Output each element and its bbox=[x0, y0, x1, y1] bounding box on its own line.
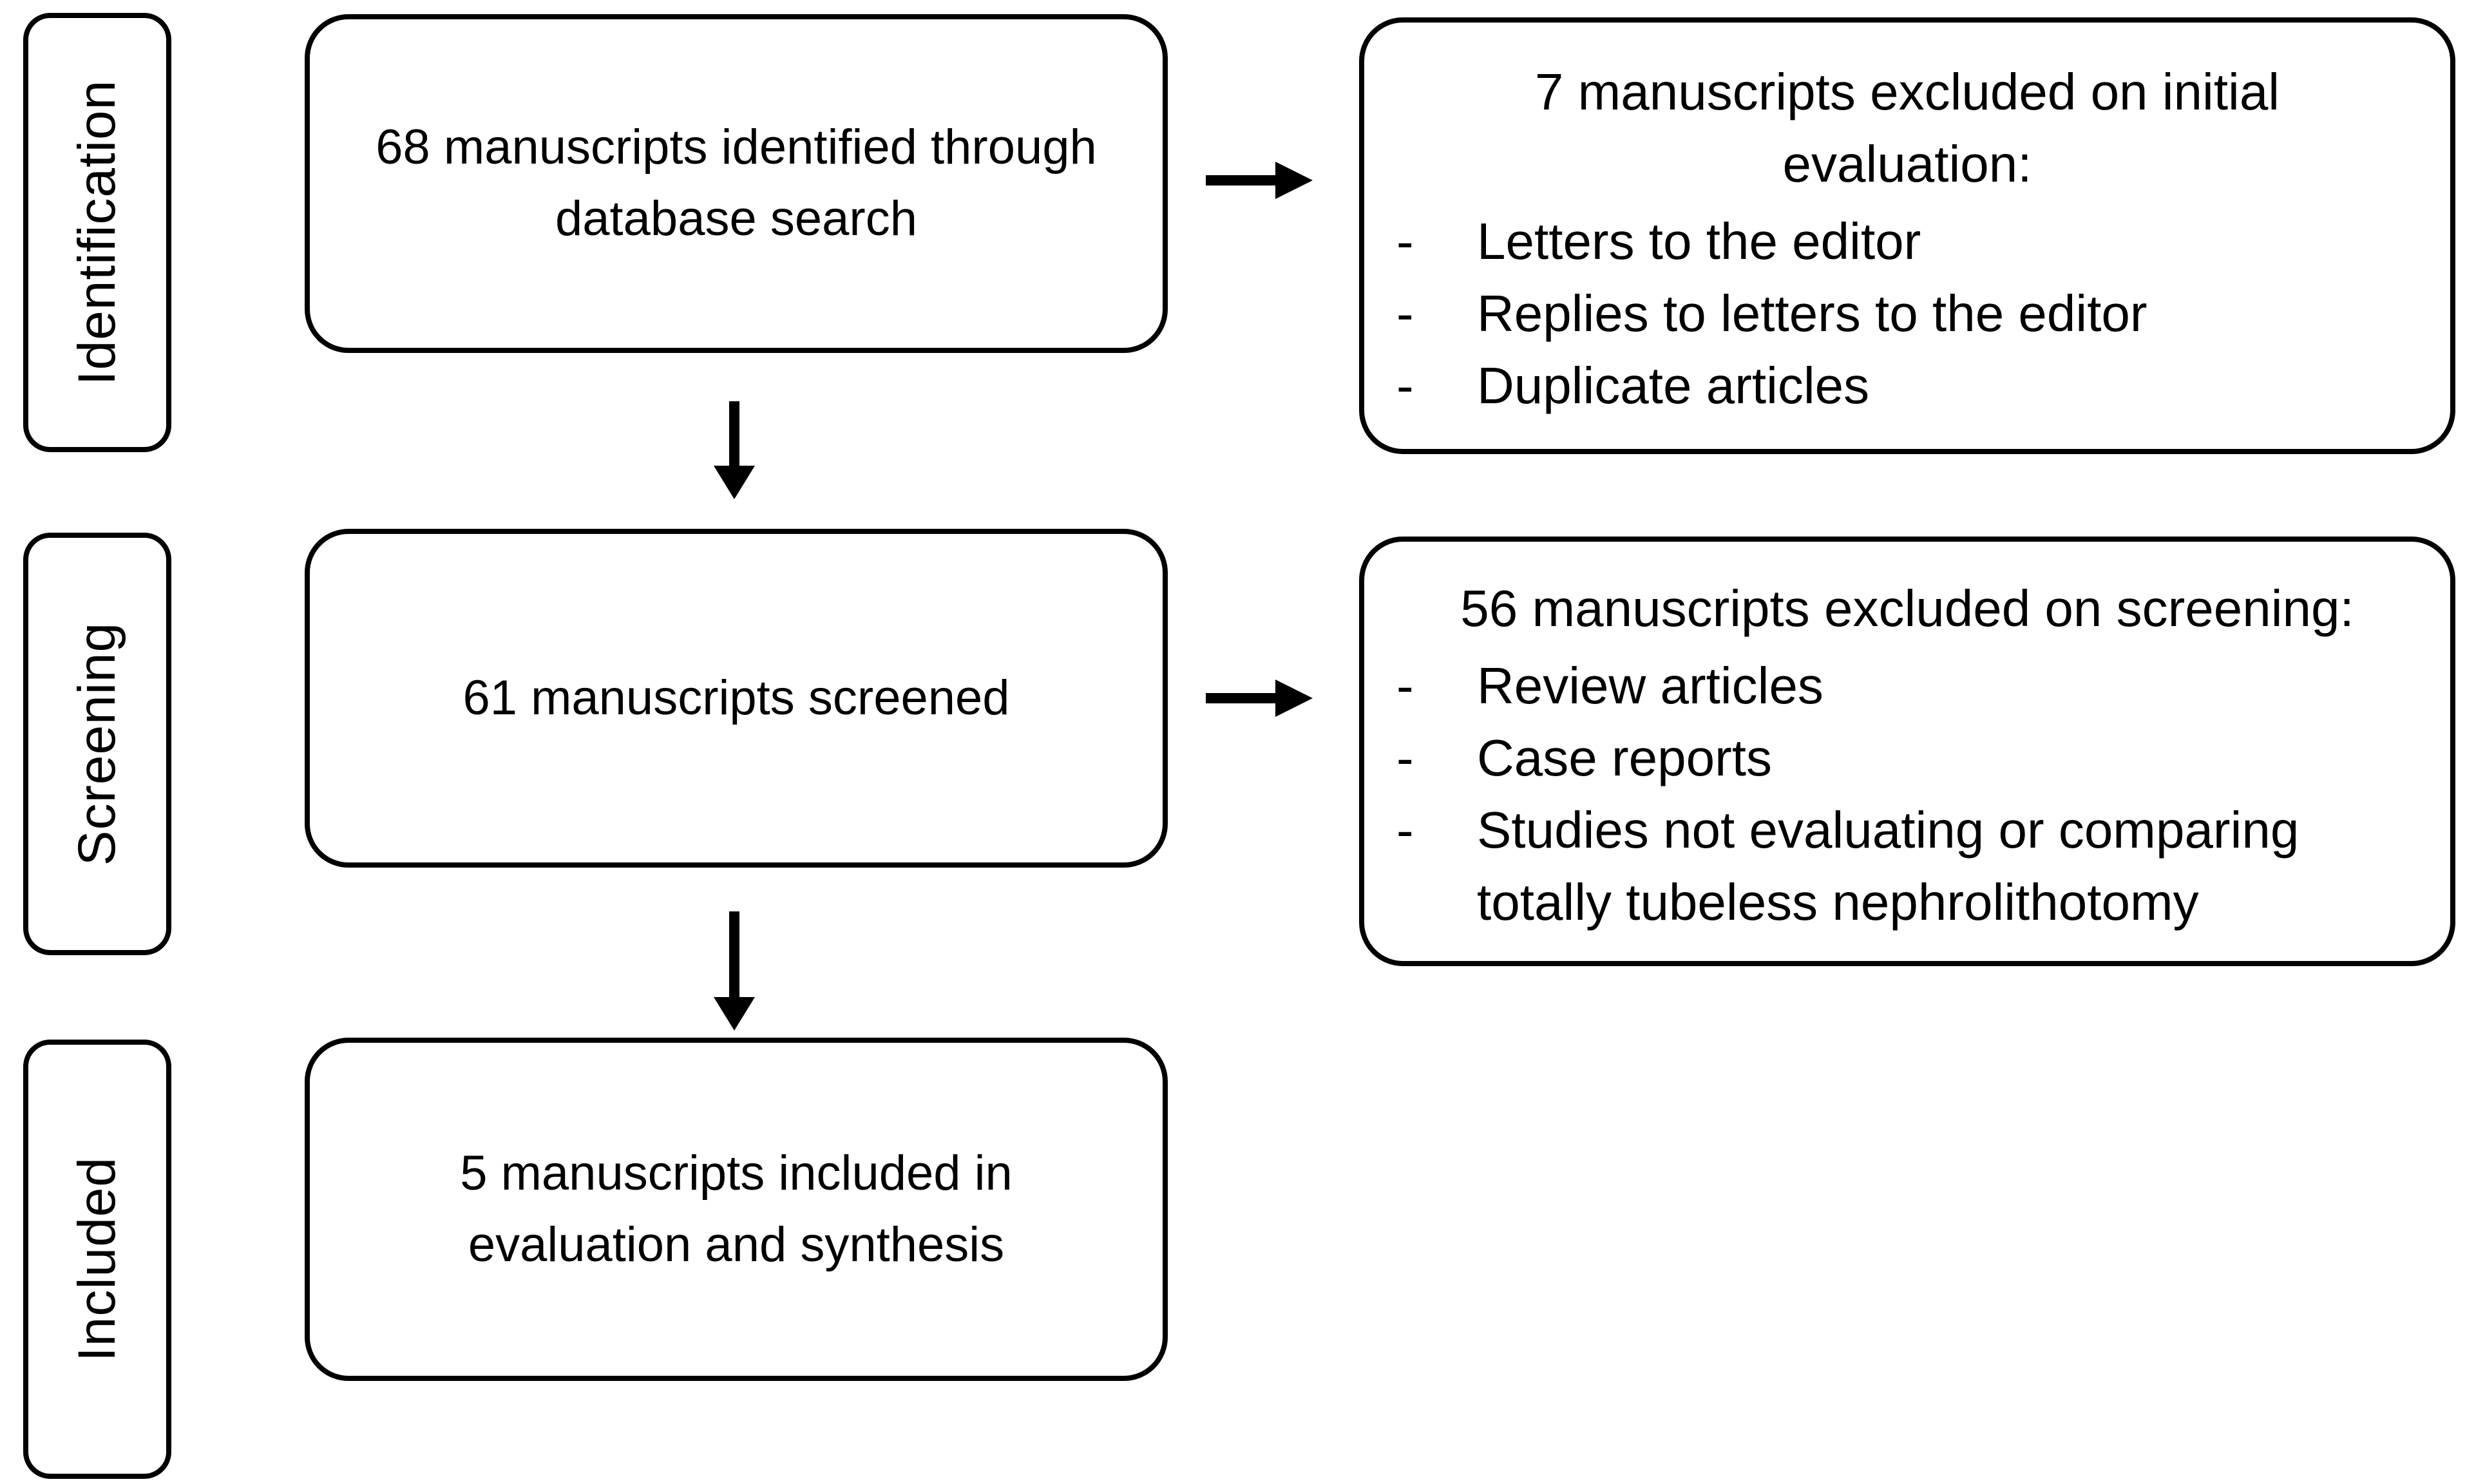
bullet-dash: - bbox=[1396, 357, 1414, 414]
right-arrow-icon bbox=[1206, 680, 1313, 717]
stage-label-screening: Screening bbox=[68, 622, 126, 866]
list-item-text: Duplicate articles bbox=[1477, 357, 1870, 414]
process-box-included: 5 manuscripts included in evaluation and… bbox=[305, 1038, 1168, 1381]
exclusion-list-initial: - Letters to the editor - Replies to let… bbox=[1364, 205, 2450, 422]
exclusion-title-screening: 56 manuscripts excluded on screening: bbox=[1460, 580, 2354, 637]
bullet-dash: - bbox=[1396, 657, 1414, 714]
arrow-shaft bbox=[729, 911, 739, 997]
bullet-dash: - bbox=[1396, 801, 1414, 859]
list-item-text: Letters to the editor bbox=[1477, 213, 1921, 270]
list-item: - Duplicate articles bbox=[1396, 350, 2427, 422]
arrow-shaft bbox=[729, 401, 739, 466]
arrow-shaft bbox=[1206, 175, 1275, 186]
list-item: - Replies to letters to the editor bbox=[1396, 278, 2427, 350]
bullet-dash: - bbox=[1396, 213, 1414, 270]
arrow-head bbox=[714, 997, 755, 1031]
list-item: - Letters to the editor bbox=[1396, 205, 2427, 278]
stage-label-included: Included bbox=[68, 1156, 126, 1362]
process-text-identified: 68 manuscripts identified through databa… bbox=[376, 120, 1097, 246]
bullet-dash: - bbox=[1396, 729, 1414, 786]
stage-box-included: Included bbox=[23, 1040, 171, 1479]
arrow-shaft bbox=[1206, 693, 1275, 703]
process-box-screened: 61 manuscripts screened bbox=[305, 529, 1168, 868]
process-text-included: 5 manuscripts included in evaluation and… bbox=[460, 1145, 1013, 1272]
exclusion-title-initial: 7 manuscripts excluded on initial evalua… bbox=[1534, 63, 2280, 193]
arrow-head bbox=[714, 466, 755, 499]
process-text-screened: 61 manuscripts screened bbox=[462, 670, 1010, 725]
right-arrow-icon bbox=[1206, 162, 1313, 199]
list-item: - Review articles bbox=[1396, 650, 2427, 722]
arrow-head bbox=[1275, 162, 1313, 199]
list-item-text: Replies to letters to the editor bbox=[1477, 285, 2147, 342]
down-arrow-icon bbox=[714, 911, 755, 1031]
bullet-dash: - bbox=[1396, 285, 1414, 342]
process-box-identified: 68 manuscripts identified through databa… bbox=[305, 14, 1168, 353]
stage-box-identification: Identification bbox=[23, 13, 171, 452]
exclusion-list-screening: - Review articles - Case reports - Studi… bbox=[1364, 650, 2450, 938]
list-item-text: Case reports bbox=[1477, 729, 1772, 786]
arrow-head bbox=[1275, 680, 1313, 717]
stage-box-screening: Screening bbox=[23, 533, 171, 955]
exclusion-box-screening: 56 manuscripts excluded on screening: - … bbox=[1359, 537, 2455, 966]
exclusion-box-initial-evaluation: 7 manuscripts excluded on initial evalua… bbox=[1359, 17, 2455, 454]
list-item: - Studies not evaluating or comparing to… bbox=[1396, 794, 2427, 938]
list-item-text: Review articles bbox=[1477, 657, 1823, 714]
down-arrow-icon bbox=[714, 401, 755, 499]
stage-label-identification: Identification bbox=[68, 79, 127, 386]
list-item-text: Studies not evaluating or comparing tota… bbox=[1477, 801, 2299, 931]
list-item: - Case reports bbox=[1396, 722, 2427, 794]
